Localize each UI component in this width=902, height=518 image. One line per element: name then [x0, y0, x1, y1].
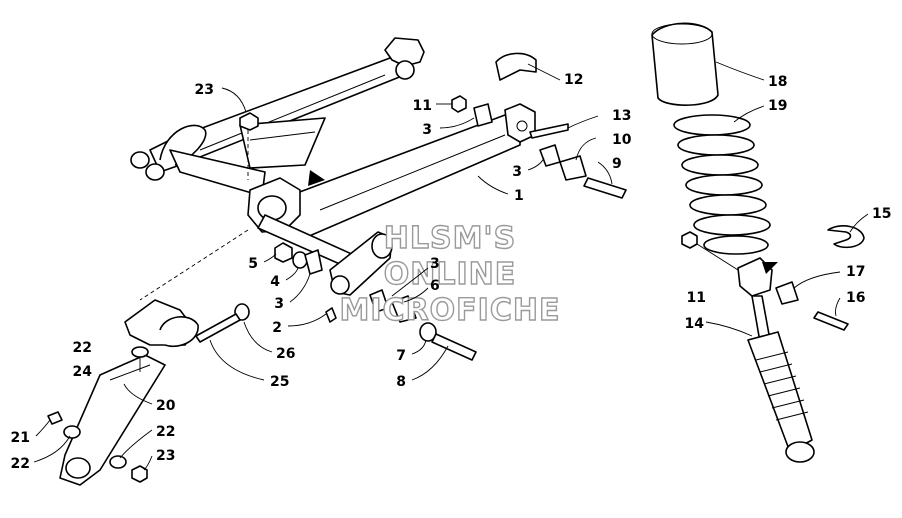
- callout-2: 2: [272, 320, 282, 336]
- callout-3-right: 3: [512, 164, 522, 180]
- watermark-line-3: MICROFICHE: [340, 293, 561, 328]
- callout-10: 10: [612, 132, 632, 148]
- callout-13: 13: [612, 108, 631, 124]
- callout-23-top: 23: [195, 82, 214, 98]
- callout-19: 19: [768, 98, 787, 114]
- callout-12: 12: [564, 72, 583, 88]
- callout-16: 16: [846, 290, 865, 306]
- callout-22-top: 22: [73, 340, 92, 356]
- callout-22-right: 22: [156, 424, 175, 440]
- callout-11-left: 11: [413, 98, 432, 114]
- callout-3-mid: 3: [274, 296, 284, 312]
- callout-5: 5: [248, 256, 258, 272]
- callout-leaders: [33, 61, 869, 471]
- callout-23-bottom: 23: [156, 448, 175, 464]
- callout-20: 20: [156, 398, 176, 414]
- callout-6: 6: [430, 278, 440, 294]
- callout-3-top: 3: [422, 122, 432, 138]
- callout-22-left: 22: [11, 456, 30, 472]
- callout-14: 14: [685, 316, 705, 332]
- callout-25: 25: [270, 374, 289, 390]
- callout-24: 24: [73, 364, 93, 380]
- callout-21: 21: [11, 430, 30, 446]
- callout-9: 9: [612, 156, 622, 172]
- watermark-line-2: ONLINE: [384, 257, 517, 292]
- shock-assembly: [651, 22, 865, 463]
- callout-4: 4: [270, 274, 280, 290]
- callout-17: 17: [846, 264, 865, 280]
- callout-11-right: 11: [687, 290, 706, 306]
- callout-labels: 23 12 11 13 3 10 3 9 1 5 4 3 3 6 2 22 24…: [11, 72, 892, 472]
- callout-3-center: 3: [430, 256, 440, 272]
- callout-7: 7: [396, 348, 406, 364]
- callout-1: 1: [514, 188, 524, 204]
- callout-15: 15: [872, 206, 891, 222]
- watermark-line-1: HLSM'S: [384, 221, 516, 256]
- hardware-left: [139, 52, 627, 361]
- spring-coil: [673, 114, 771, 255]
- rear-bracket-assembly: [47, 299, 199, 486]
- swing-arm-assembly: [130, 37, 536, 296]
- watermark: HLSM'S ONLINE MICROFICHE: [339, 220, 561, 328]
- callout-18: 18: [768, 74, 787, 90]
- callout-26: 26: [276, 346, 295, 362]
- callout-8: 8: [396, 374, 406, 390]
